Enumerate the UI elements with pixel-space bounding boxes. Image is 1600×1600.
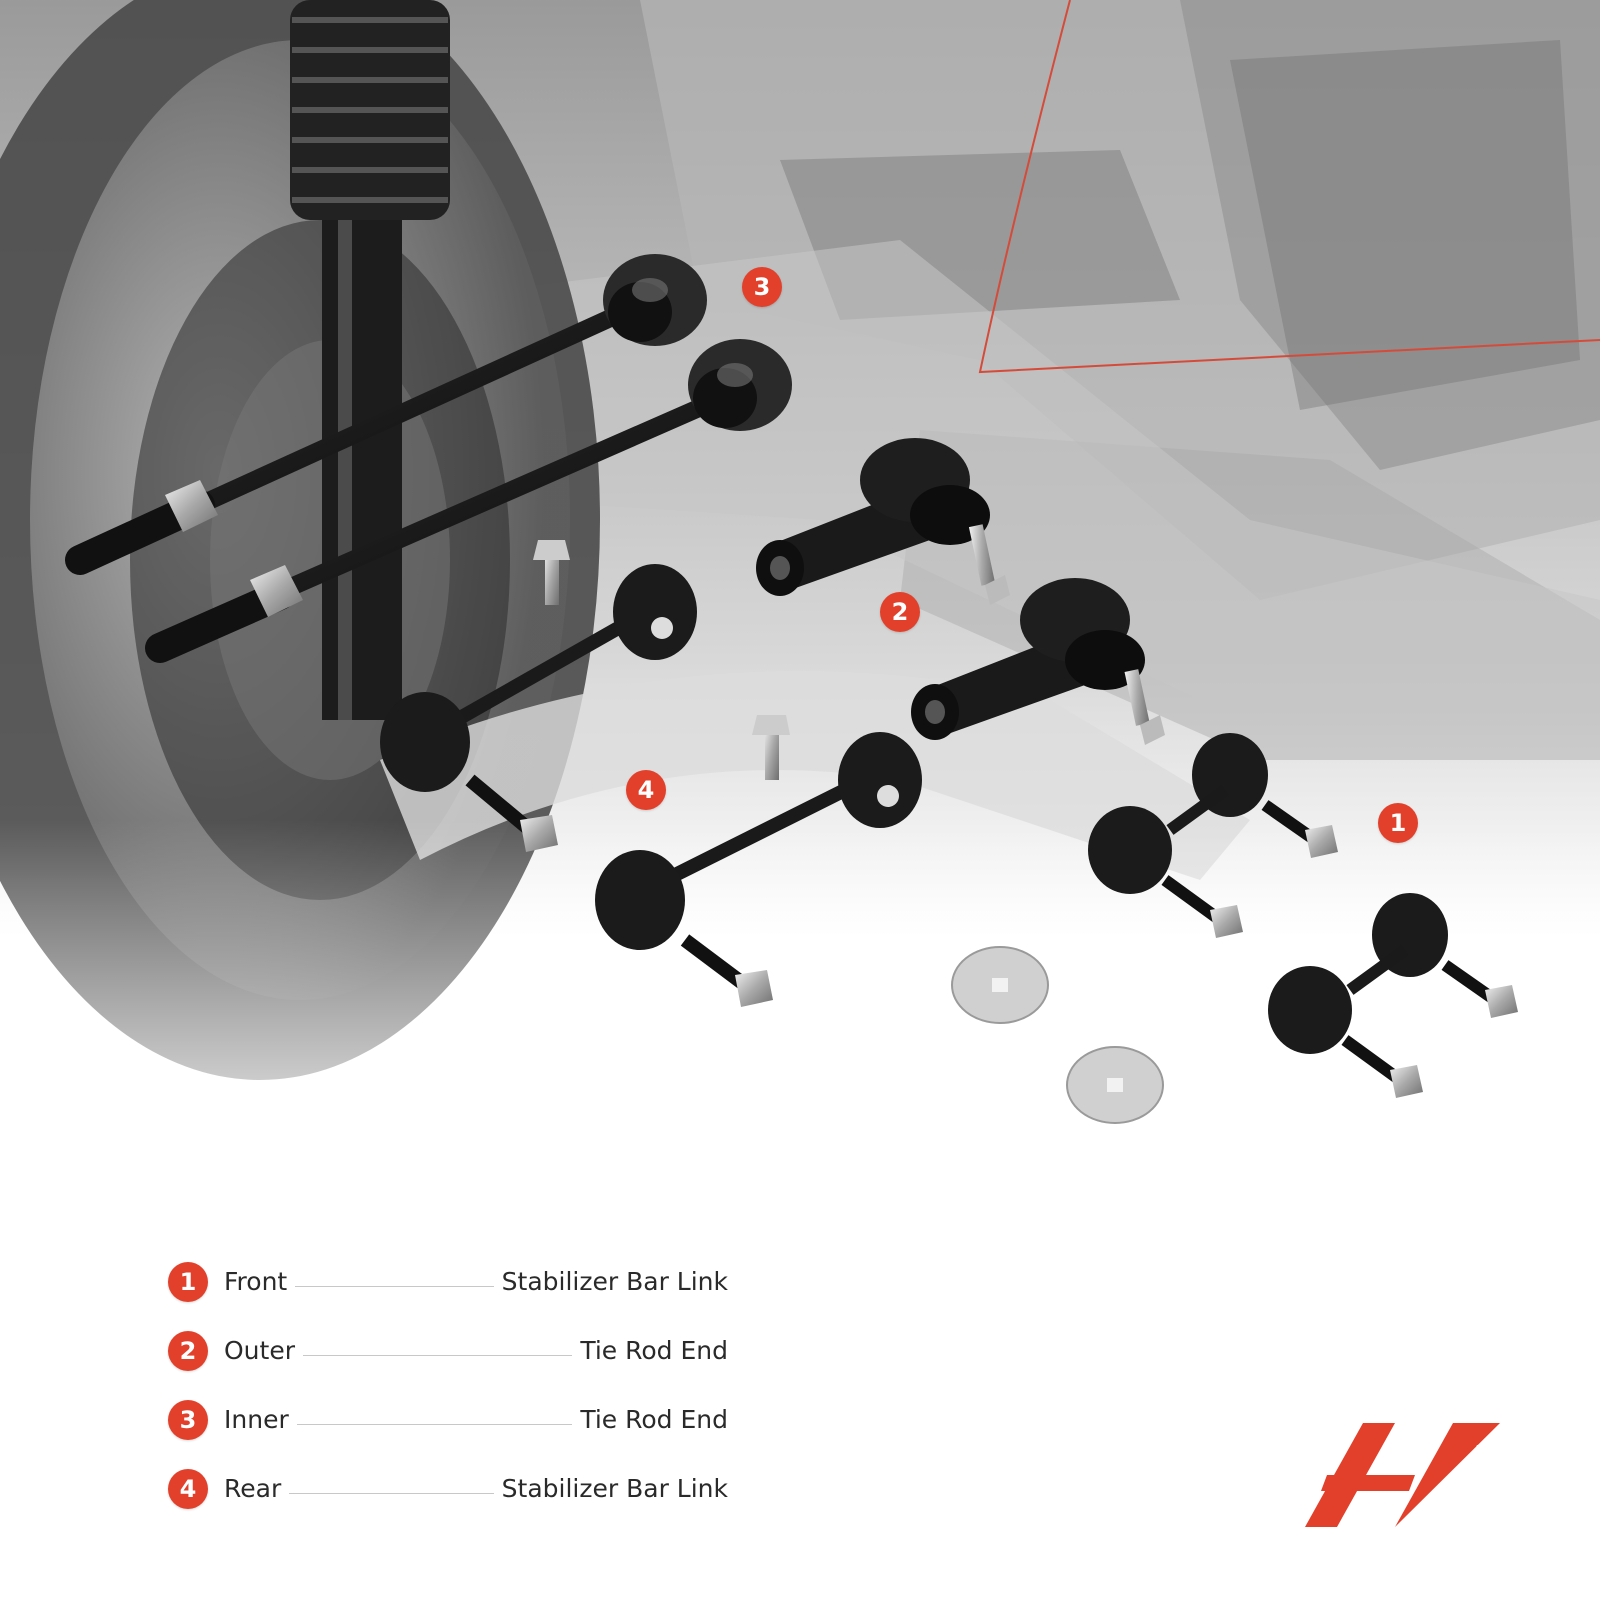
legend-part-label: Tie Rod End [580,1405,728,1434]
legend-divider [295,1286,494,1287]
legend-position-label: Front [224,1267,288,1296]
legend-badge: 4 [168,1469,208,1509]
legend-row: 4 Rear Stabilizer Bar Link [168,1469,728,1538]
parts-legend: 1 Front Stabilizer Bar Link 2 Outer Tie … [168,1262,728,1538]
callout-badge-1: 1 [1378,803,1418,843]
legend-divider [302,1355,573,1356]
legend-badge: 3 [168,1400,208,1440]
legend-row: 1 Front Stabilizer Bar Link [168,1262,728,1331]
legend-position-label: Outer [224,1336,295,1365]
legend-divider [296,1424,573,1425]
callout-badge-2: 2 [880,592,920,632]
callout-badge-3: 3 [742,267,782,307]
legend-row: 3 Inner Tie Rod End [168,1400,728,1469]
legend-part-label: Tie Rod End [580,1336,728,1365]
legend-position-label: Rear [224,1474,282,1503]
legend-row: 2 Outer Tie Rod End [168,1331,728,1400]
legend-divider [289,1493,494,1494]
legend-badge: 2 [168,1331,208,1371]
callout-badge-4: 4 [626,770,666,810]
legend-part-label: Stabilizer Bar Link [501,1474,728,1503]
legend-position-label: Inner [224,1405,289,1434]
a-premium-logo-icon [1305,1423,1511,1527]
legend-badge: 1 [168,1262,208,1302]
legend-part-label: Stabilizer Bar Link [501,1267,728,1296]
